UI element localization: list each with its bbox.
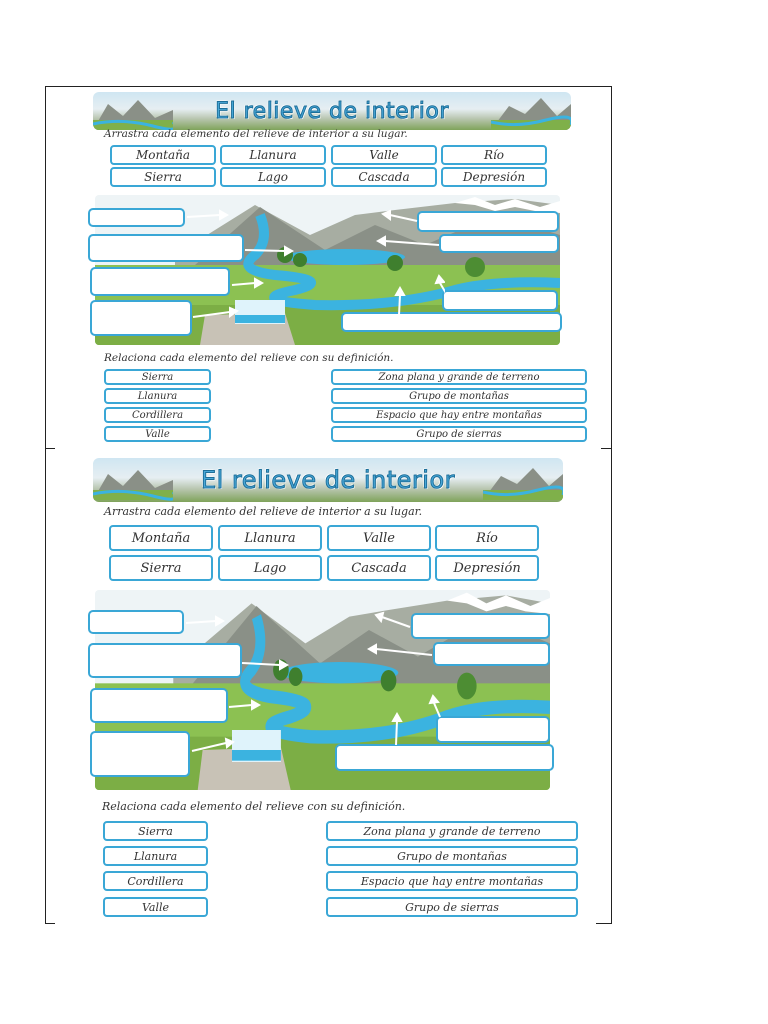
term-depresion[interactable]: Depresión xyxy=(441,167,547,187)
frame-bottom-tick-right xyxy=(596,923,611,924)
term-sierra[interactable]: Sierra xyxy=(110,167,216,187)
pointer-arrows xyxy=(185,611,441,752)
label-drop-box[interactable] xyxy=(88,208,185,227)
term-depresion[interactable]: Depresión xyxy=(435,555,539,581)
landscape-decoration-right xyxy=(491,98,571,130)
term-montana[interactable]: Montaña xyxy=(109,525,213,551)
label-drop-box[interactable] xyxy=(335,744,554,771)
term-montana[interactable]: Montaña xyxy=(110,145,216,165)
left-term-valle[interactable]: Valle xyxy=(103,897,208,917)
definition-zona-plana[interactable]: Zona plana y grande de terreno xyxy=(331,369,587,385)
definition-grupo-sierras[interactable]: Grupo de sierras xyxy=(331,426,587,442)
title-banner: El relieve de interior xyxy=(93,458,563,502)
label-drop-box[interactable] xyxy=(90,267,230,296)
label-drop-box[interactable] xyxy=(411,613,550,639)
label-drop-box[interactable] xyxy=(433,642,550,666)
drag-instruction: Arrastra cada elemento del relieve de in… xyxy=(104,505,423,518)
label-drop-box[interactable] xyxy=(88,643,242,678)
left-term-llanura[interactable]: Llanura xyxy=(103,846,208,866)
term-lago[interactable]: Lago xyxy=(218,555,322,581)
definition-espacio-montanas[interactable]: Espacio que hay entre montañas xyxy=(331,407,587,423)
left-term-valle[interactable]: Valle xyxy=(104,426,211,442)
frame-right-line xyxy=(611,86,612,924)
label-drop-box[interactable] xyxy=(90,688,228,723)
left-term-cordillera[interactable]: Cordillera xyxy=(104,407,211,423)
definition-grupo-montanas[interactable]: Grupo de montañas xyxy=(331,388,587,404)
label-drop-box[interactable] xyxy=(88,610,184,634)
term-llanura[interactable]: Llanura xyxy=(220,145,326,165)
left-term-cordillera[interactable]: Cordillera xyxy=(103,871,208,891)
worksheet-title: El relieve de interior xyxy=(215,98,449,124)
frame-mid-tick-left xyxy=(45,448,55,449)
frame-mid-tick-right xyxy=(601,448,611,449)
label-drop-box[interactable] xyxy=(90,300,192,336)
landscape-decoration-left xyxy=(93,100,173,130)
term-llanura[interactable]: Llanura xyxy=(218,525,322,551)
label-drop-box[interactable] xyxy=(90,731,190,777)
term-cascada[interactable]: Cascada xyxy=(331,167,437,187)
left-term-llanura[interactable]: Llanura xyxy=(104,388,211,404)
label-drop-box[interactable] xyxy=(439,234,559,253)
definition-grupo-sierras[interactable]: Grupo de sierras xyxy=(326,897,578,917)
landscape-decoration-left xyxy=(93,470,173,501)
label-drop-box[interactable] xyxy=(88,234,244,262)
drag-instruction: Arrastra cada elemento del relieve de in… xyxy=(104,128,408,140)
definition-espacio-montanas[interactable]: Espacio que hay entre montañas xyxy=(326,871,578,891)
term-cascada[interactable]: Cascada xyxy=(327,555,431,581)
left-term-sierra[interactable]: Sierra xyxy=(103,821,208,841)
term-rio[interactable]: Río xyxy=(441,145,547,165)
label-drop-box[interactable] xyxy=(417,211,559,232)
term-rio[interactable]: Río xyxy=(435,525,539,551)
label-drop-box[interactable] xyxy=(442,290,558,311)
term-sierra[interactable]: Sierra xyxy=(109,555,213,581)
definition-zona-plana[interactable]: Zona plana y grande de terreno xyxy=(326,821,578,841)
relate-instruction: Relaciona cada elemento del relieve con … xyxy=(102,800,406,813)
title-banner: El relieve de interior xyxy=(93,92,571,130)
relate-instruction: Relaciona cada elemento del relieve con … xyxy=(104,352,394,364)
frame-left-line xyxy=(45,86,46,924)
term-valle[interactable]: Valle xyxy=(331,145,437,165)
frame-top-line xyxy=(45,86,611,87)
landscape-decoration-right xyxy=(483,468,563,500)
definition-grupo-montanas[interactable]: Grupo de montañas xyxy=(326,846,578,866)
label-drop-box[interactable] xyxy=(341,312,562,332)
term-valle[interactable]: Valle xyxy=(327,525,431,551)
term-lago[interactable]: Lago xyxy=(220,167,326,187)
pointer-arrows xyxy=(186,209,445,318)
label-drop-box[interactable] xyxy=(436,716,550,743)
left-term-sierra[interactable]: Sierra xyxy=(104,369,211,385)
frame-bottom-tick-left xyxy=(45,923,55,924)
worksheet-title: El relieve de interior xyxy=(200,466,456,495)
